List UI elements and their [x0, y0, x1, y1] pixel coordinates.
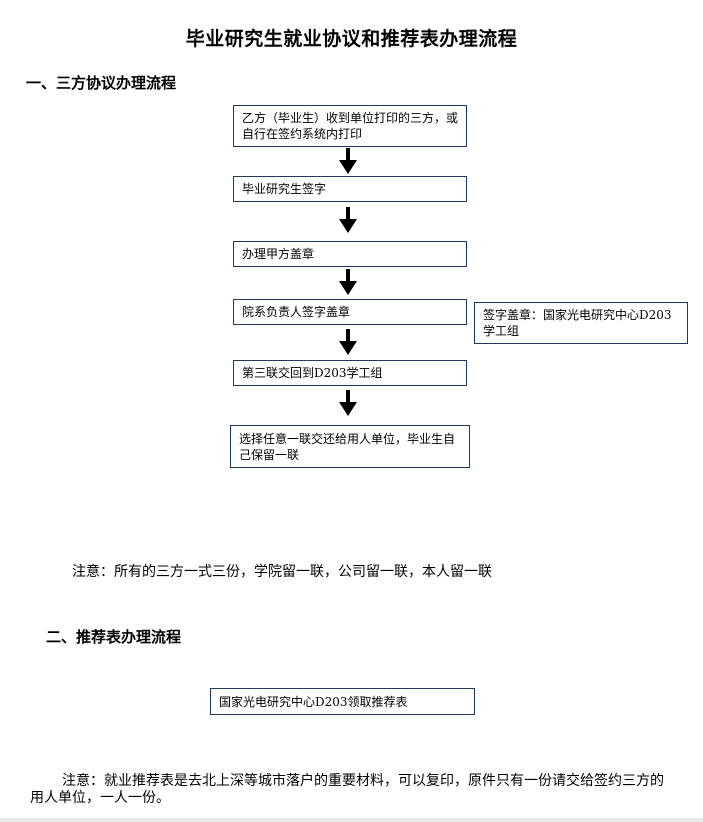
flow-step-department-stamp: 院系负责人签字盖章	[233, 299, 467, 325]
arrow-down-icon	[338, 148, 358, 174]
flow-step-text: 国家光电研究中心D203领取推荐表	[219, 694, 408, 709]
tripartite-note: 注意：所有的三方一式三份，学院留一联，公司留一联，本人留一联	[72, 564, 492, 580]
flow-step-distribute-copies: 选择任意一联交还给用人单位，毕业生自己保留一联	[230, 425, 470, 468]
flow-step-text: 院系负责人签字盖章	[242, 305, 351, 319]
side-note-text: 签字盖章：国家光电研究中心D203学工组	[483, 308, 672, 338]
flow-step-collect-form: 国家光电研究中心D203领取推荐表	[210, 688, 475, 715]
flow-step-text: 选择任意一联交还给用人单位，毕业生自己保留一联	[239, 431, 456, 462]
arrow-down-icon	[338, 269, 358, 295]
page-bottom-divider	[0, 818, 703, 822]
flow-step-graduate-sign: 毕业研究生签字	[233, 176, 467, 202]
recommendation-note: 注意：就业推荐表是去北上深等城市落户的重要材料，可以复印，原件只有一份请交给签约…	[30, 773, 664, 806]
flow-step-receive-agreement: 乙方（毕业生）收到单位打印的三方，或自行在签约系统内打印	[233, 105, 467, 147]
flow-step-text: 毕业研究生签字	[242, 182, 327, 196]
flow-step-party-a-stamp: 办理甲方盖章	[233, 241, 467, 267]
flow-step-return-copy: 第三联交回到D203学工组	[233, 360, 467, 386]
side-note-box: 签字盖章：国家光电研究中心D203学工组	[474, 302, 688, 344]
arrow-down-icon	[338, 207, 358, 233]
arrow-down-icon	[338, 390, 358, 416]
arrow-down-icon	[338, 329, 358, 355]
flow-step-text: 办理甲方盖章	[242, 247, 315, 261]
flow-step-text: 乙方（毕业生）收到单位打印的三方，或自行在签约系统内打印	[242, 111, 459, 141]
section-heading-tripartite: 一、三方协议办理流程	[26, 74, 177, 92]
page-title: 毕业研究生就业协议和推荐表办理流程	[185, 28, 518, 50]
section-heading-recommendation: 二、推荐表办理流程	[46, 628, 182, 646]
flow-step-text: 第三联交回到D203学工组	[242, 366, 383, 380]
